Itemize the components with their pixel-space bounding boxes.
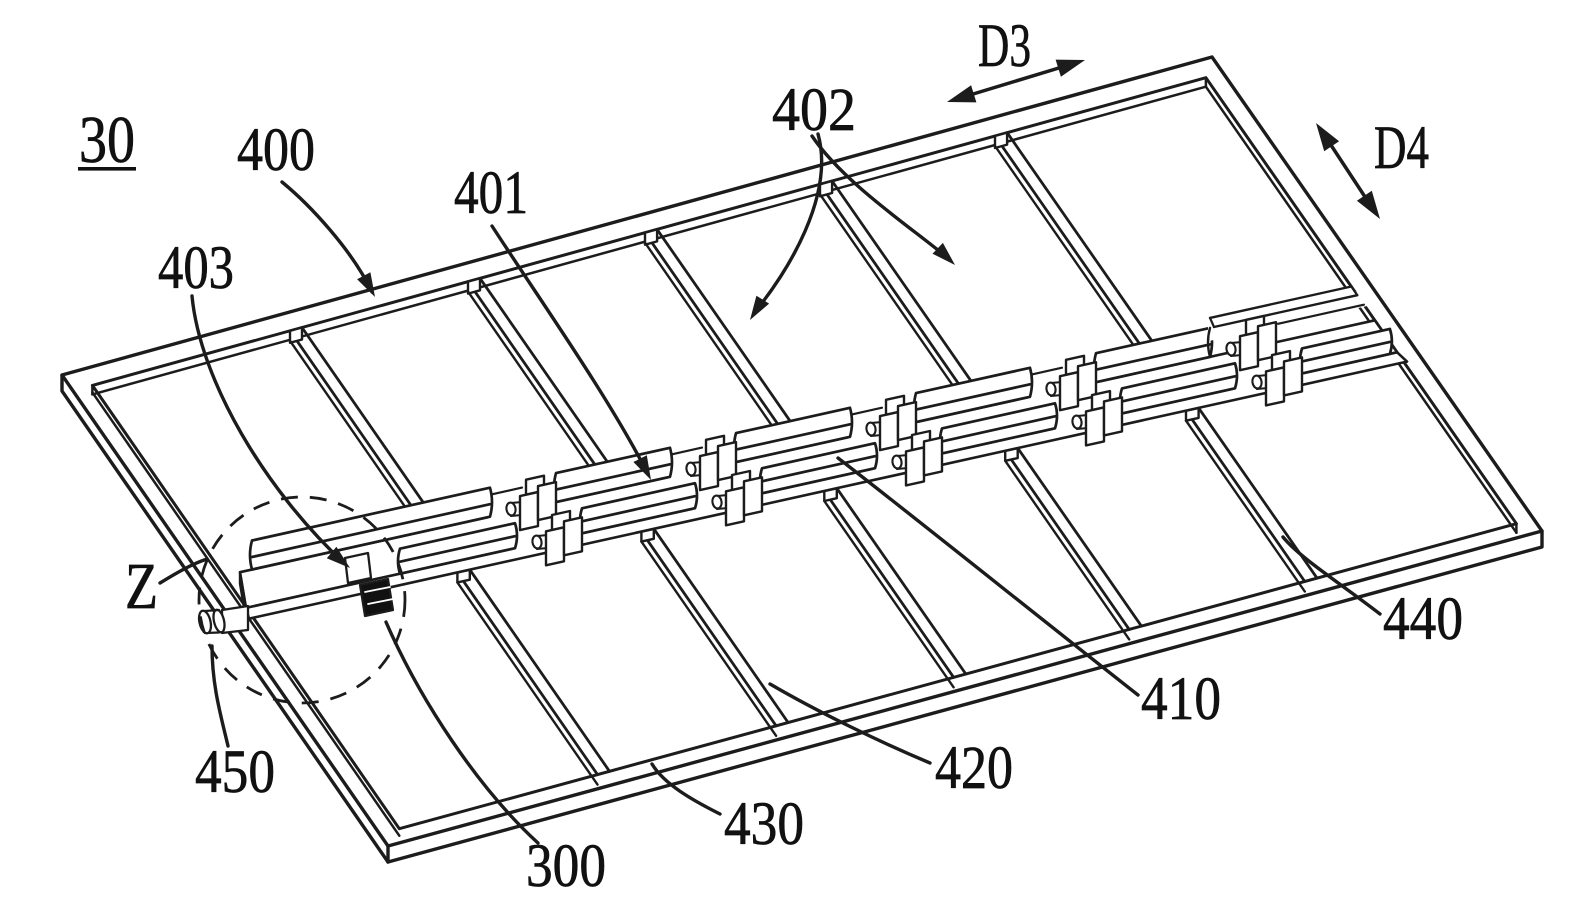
- svg-text:410: 410: [1141, 666, 1221, 733]
- svg-text:440: 440: [1383, 586, 1463, 653]
- svg-text:30: 30: [79, 103, 135, 177]
- svg-text:430: 430: [724, 791, 804, 858]
- svg-text:420: 420: [935, 735, 1013, 802]
- svg-text:D4: D4: [1374, 115, 1429, 182]
- svg-text:Z: Z: [125, 550, 158, 623]
- svg-text:401: 401: [454, 160, 528, 227]
- svg-text:400: 400: [237, 117, 315, 184]
- svg-text:D3: D3: [978, 13, 1031, 80]
- svg-text:403: 403: [158, 235, 234, 302]
- svg-text:300: 300: [526, 833, 606, 900]
- svg-text:450: 450: [195, 739, 275, 806]
- svg-text:402: 402: [772, 77, 856, 144]
